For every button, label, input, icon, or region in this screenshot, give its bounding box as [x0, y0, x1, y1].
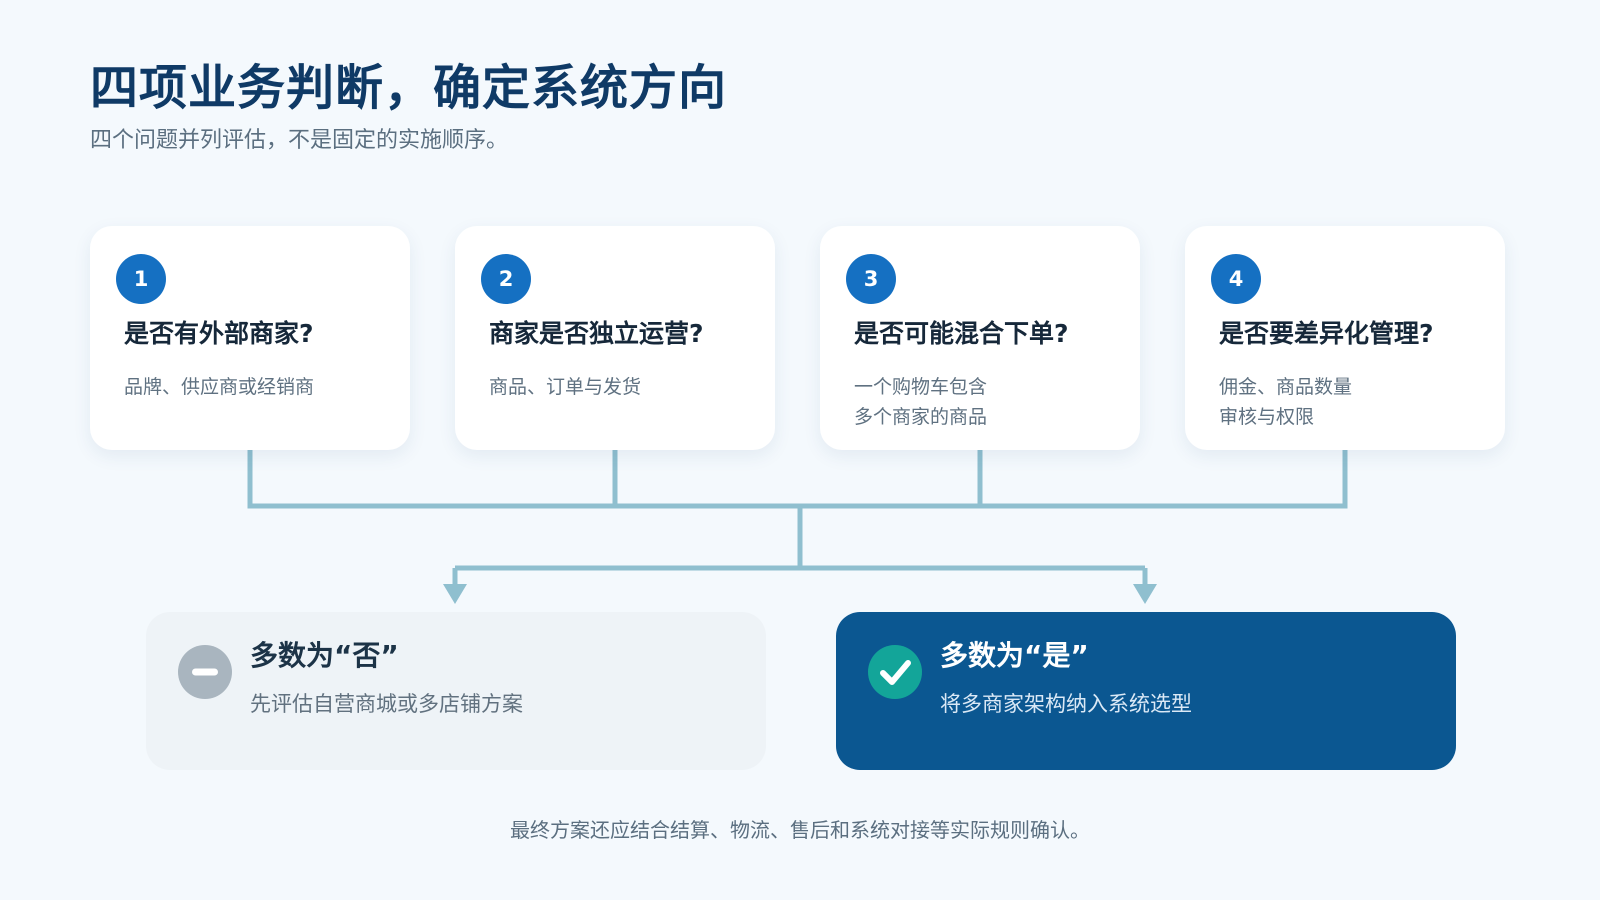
question-card-1: 1 是否有外部商家? 品牌、供应商或经销商 — [90, 226, 410, 450]
question-desc-line: 品牌、供应商或经销商 — [124, 376, 315, 398]
arrow-down-icon — [1133, 584, 1157, 604]
minus-icon — [178, 645, 232, 699]
outcome-yes-title: 多数为“是” — [940, 639, 1089, 672]
step-number-badge: 3 — [846, 254, 896, 304]
step-number-badge: 1 — [116, 254, 166, 304]
question-desc: 商品、订单与发货 — [489, 372, 775, 402]
question-desc-line: 佣金、商品数量 — [1219, 376, 1353, 398]
page-title: 四项业务判断，确定系统方向 — [90, 60, 728, 116]
footer-note: 最终方案还应结合结算、物流、售后和系统对接等实际规则确认。 — [510, 818, 1090, 842]
question-card-2: 2 商家是否独立运营? 商品、订单与发货 — [455, 226, 775, 450]
question-title: 是否可能混合下单? — [854, 319, 1069, 348]
outcome-yes-desc: 将多商家架构纳入系统选型 — [940, 692, 1192, 716]
step-number-badge: 2 — [481, 254, 531, 304]
outcome-no-card: 多数为“否” 先评估自营商城或多店铺方案 — [146, 612, 766, 770]
question-desc-line: 商品、订单与发货 — [489, 376, 642, 398]
arrow-down-icon — [443, 584, 467, 604]
question-title: 商家是否独立运营? — [489, 319, 704, 348]
outcome-no-desc: 先评估自营商城或多店铺方案 — [250, 692, 523, 716]
outcome-yes-card: 多数为“是” 将多商家架构纳入系统选型 — [836, 612, 1456, 770]
question-desc-line: 审核与权限 — [1219, 406, 1315, 428]
question-card-4: 4 是否要差异化管理? 佣金、商品数量 审核与权限 — [1185, 226, 1505, 450]
question-desc: 品牌、供应商或经销商 — [124, 372, 410, 402]
check-icon — [868, 645, 922, 699]
question-desc-line: 一个购物车包含 — [854, 376, 988, 398]
outcome-no-title: 多数为“否” — [250, 639, 399, 672]
question-desc: 一个购物车包含 多个商家的商品 — [854, 372, 1140, 432]
question-desc: 佣金、商品数量 审核与权限 — [1219, 372, 1505, 432]
step-number-badge: 4 — [1211, 254, 1261, 304]
question-title: 是否有外部商家? — [124, 319, 314, 348]
question-desc-line: 多个商家的商品 — [854, 406, 988, 428]
page-subtitle: 四个问题并列评估，不是固定的实施顺序。 — [90, 128, 509, 153]
question-card-3: 3 是否可能混合下单? 一个购物车包含 多个商家的商品 — [820, 226, 1140, 450]
question-title: 是否要差异化管理? — [1219, 319, 1434, 348]
